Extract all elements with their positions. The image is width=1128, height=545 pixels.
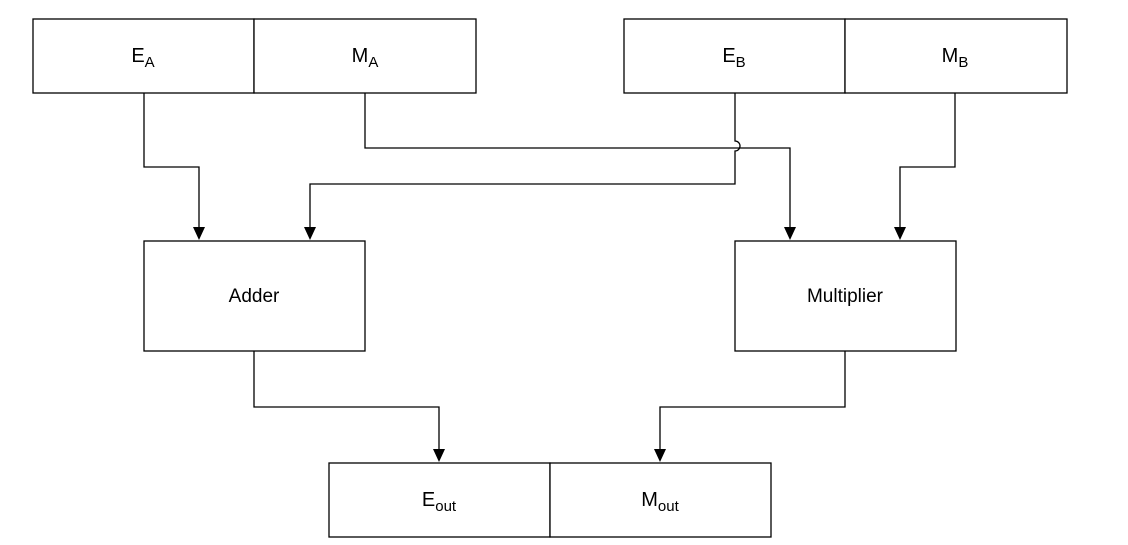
wire-ma-to-multiplier bbox=[364, 93, 791, 229]
adder-box bbox=[143, 240, 366, 352]
arrow-eb-to-adder bbox=[304, 227, 316, 240]
register-out-exponent-label: Eout bbox=[422, 489, 457, 515]
wire-eb-to-adder bbox=[309, 93, 741, 229]
adder-block: Adder bbox=[143, 240, 366, 352]
wire-multiplier-to-mout bbox=[659, 351, 846, 451]
register-out-exponent-cell bbox=[328, 462, 551, 538]
adder-label: Adder bbox=[229, 286, 280, 307]
register-b-exponent-cell bbox=[623, 18, 846, 94]
register-b: EB MB bbox=[623, 18, 1068, 94]
arrow-ma-to-multiplier bbox=[784, 227, 796, 240]
register-b-mantissa-label: MB bbox=[942, 45, 969, 71]
register-a: EA MA bbox=[32, 18, 477, 94]
register-a-exponent-label: EA bbox=[131, 45, 154, 71]
arrow-multiplier-to-mout bbox=[654, 449, 666, 462]
multiplier-box bbox=[734, 240, 957, 352]
register-b-mantissa-cell bbox=[844, 18, 1068, 94]
wire-ea-to-adder bbox=[143, 93, 200, 229]
multiplier-label: Multiplier bbox=[807, 286, 884, 307]
arrow-mb-to-multiplier bbox=[894, 227, 906, 240]
wires bbox=[143, 93, 956, 462]
multiplier-block: Multiplier bbox=[734, 240, 957, 352]
arrow-adder-to-eout bbox=[433, 449, 445, 462]
register-a-mantissa-cell bbox=[253, 18, 477, 94]
register-b-exponent-label: EB bbox=[722, 45, 745, 71]
register-out-mantissa-cell bbox=[549, 462, 772, 538]
register-out: Eout Mout bbox=[328, 462, 772, 538]
arrow-ea-to-adder bbox=[193, 227, 205, 240]
wire-adder-to-eout bbox=[253, 351, 440, 451]
register-out-mantissa-label: Mout bbox=[641, 489, 679, 515]
wire-mb-to-multiplier bbox=[899, 93, 956, 229]
register-a-mantissa-label: MA bbox=[352, 45, 379, 71]
register-a-exponent-cell bbox=[32, 18, 255, 94]
